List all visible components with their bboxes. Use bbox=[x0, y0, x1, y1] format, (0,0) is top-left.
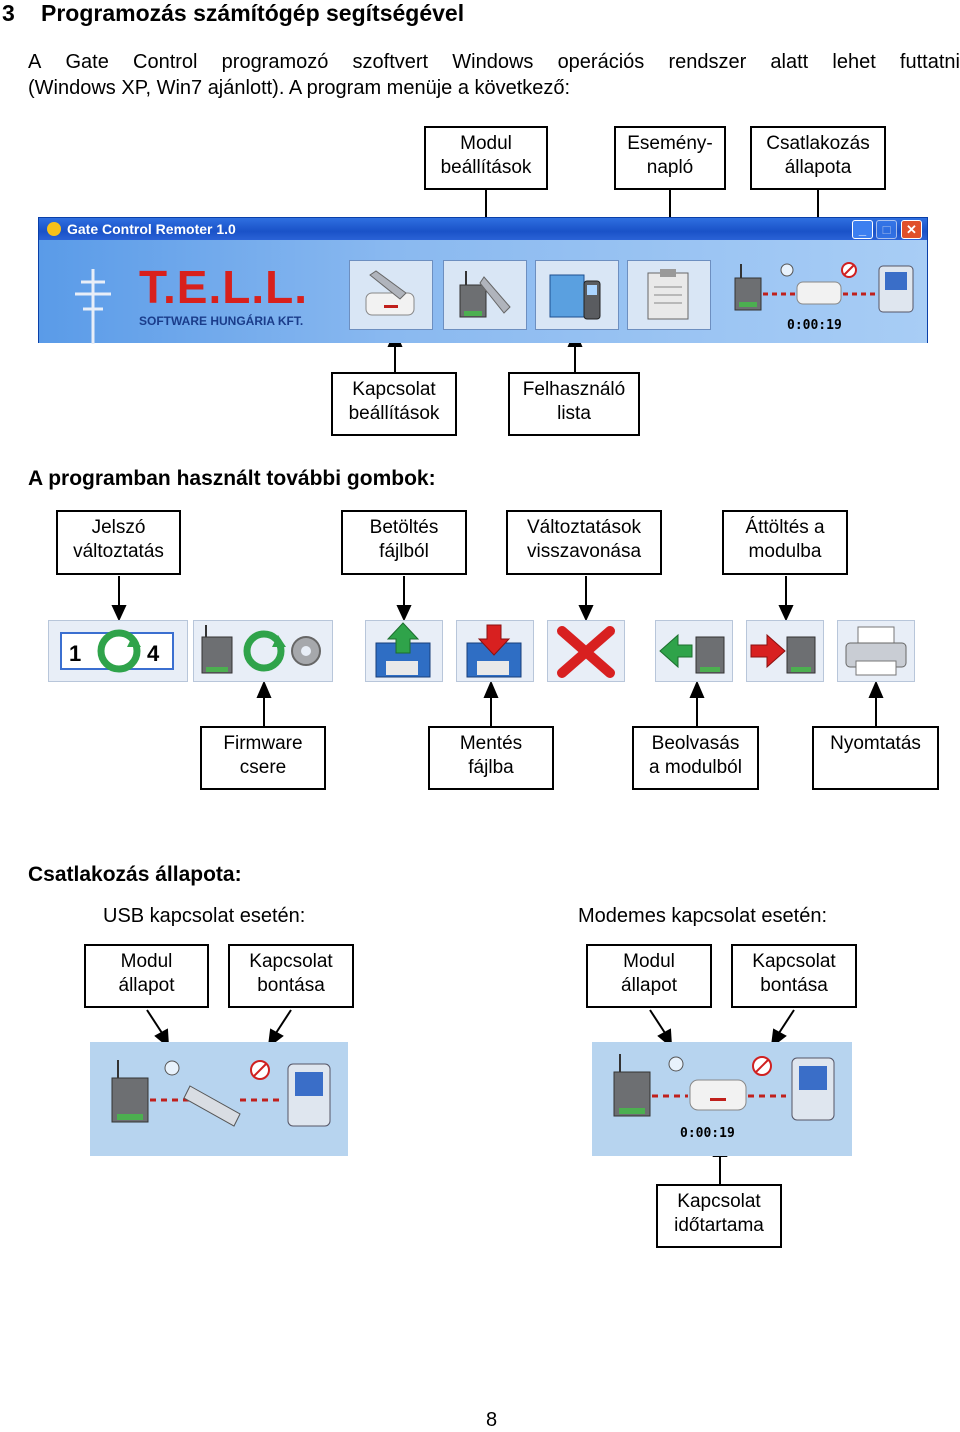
module-refresh-gear-icon bbox=[201, 625, 321, 674]
module-settings-button[interactable] bbox=[349, 260, 433, 330]
callout-load-from-file: Betöltés fájlból bbox=[341, 510, 467, 575]
clipboard-icon bbox=[647, 269, 689, 320]
window-title: Gate Control Remoter 1.0 bbox=[67, 221, 236, 237]
close-button[interactable]: ✕ bbox=[901, 220, 922, 239]
floppy-save-icon bbox=[466, 624, 522, 678]
usb-stick-icon bbox=[183, 1085, 241, 1127]
modem-icon bbox=[689, 1079, 747, 1111]
page-number: 8 bbox=[486, 1409, 498, 1431]
callout-user-list: Felhasználó lista bbox=[508, 372, 640, 436]
app-icon bbox=[47, 222, 61, 236]
user-list-button[interactable] bbox=[627, 260, 711, 330]
more-buttons-heading: A programban használt további gombok: bbox=[28, 467, 436, 490]
antenna-tower-icon bbox=[75, 269, 111, 344]
undo-changes-button[interactable] bbox=[547, 620, 625, 682]
connection-status-heading: Csatlakozás állapota: bbox=[28, 863, 242, 886]
callout-undo-changes: Változtatások visszavonása bbox=[506, 510, 662, 575]
callout-connection-duration: Kapcsolat időtartama bbox=[656, 1184, 782, 1248]
load-from-file-button[interactable] bbox=[365, 620, 443, 682]
intro-line-2: (Windows XP, Win7 ajánlott). A program m… bbox=[28, 77, 571, 99]
red-x-icon bbox=[557, 626, 615, 678]
usb-connection-label: USB kapcsolat esetén: bbox=[103, 905, 306, 927]
firmware-update-button[interactable] bbox=[193, 620, 333, 682]
svg-text:4: 4 bbox=[147, 641, 160, 666]
password-change-button[interactable]: 1 4 bbox=[48, 620, 188, 682]
usb-status-panel bbox=[90, 1042, 348, 1156]
svg-text:1: 1 bbox=[69, 641, 81, 666]
magnifier-icon bbox=[780, 263, 794, 277]
modem-connection-timer: 0:00:19 bbox=[680, 1126, 735, 1141]
minimize-button[interactable]: _ bbox=[852, 220, 873, 239]
callout-connection-settings: Kapcsolat beállítások bbox=[331, 372, 457, 436]
event-log-button[interactable] bbox=[535, 260, 619, 330]
floppy-load-icon bbox=[375, 622, 431, 678]
notebook-phone-icon bbox=[549, 274, 601, 320]
callout-read-from-module: Beolvasás a modulból bbox=[632, 726, 759, 790]
callout-firmware-update: Firmware csere bbox=[200, 726, 326, 790]
modem-status-panel: 0:00:19 bbox=[592, 1042, 852, 1156]
callout-save-to-file: Mentés fájlba bbox=[428, 726, 554, 790]
read-from-module-button[interactable] bbox=[655, 620, 733, 682]
gsm-module-wrench-icon bbox=[459, 271, 511, 318]
connection-settings-button[interactable] bbox=[443, 260, 527, 330]
save-to-file-button[interactable] bbox=[456, 620, 534, 682]
maximize-button[interactable]: □ bbox=[876, 220, 897, 239]
callout-usb-disconnect: Kapcsolat bontása bbox=[228, 944, 354, 1008]
callout-usb-module-status: Modul állapot bbox=[84, 944, 209, 1008]
callout-modem-module-status: Modul állapot bbox=[586, 944, 712, 1008]
modem-status-icons bbox=[613, 1054, 835, 1121]
password-digits-icon: 1 4 bbox=[60, 629, 174, 673]
module-red-arrow-icon bbox=[750, 633, 816, 674]
callout-modem-disconnect: Kapcsolat bontása bbox=[731, 944, 857, 1008]
tell-logo: T.E.L.L. bbox=[139, 261, 308, 313]
section-number: 3 bbox=[2, 0, 15, 26]
modem-connection-label: Modemes kapcsolat esetén: bbox=[578, 905, 828, 927]
callout-password-change: Jelszó változtatás bbox=[56, 510, 181, 575]
connection-timer: 0:00:19 bbox=[787, 318, 842, 333]
magnifier-icon bbox=[668, 1056, 684, 1072]
connection-status-icons bbox=[734, 262, 914, 313]
print-button[interactable] bbox=[837, 620, 915, 682]
app-window: Gate Control Remoter 1.0 _ □ ✕ T.E.L.L. … bbox=[38, 217, 928, 344]
window-titlebar: Gate Control Remoter 1.0 _ □ ✕ bbox=[39, 218, 927, 240]
section-title: Programozás számítógép segítségével bbox=[41, 0, 465, 26]
module-green-arrow-icon bbox=[659, 633, 725, 674]
callout-connection-status: Csatlakozás állapota bbox=[750, 126, 886, 190]
magnifier-icon bbox=[164, 1060, 180, 1076]
callout-module-settings: Modul beállítások bbox=[424, 126, 548, 190]
callout-event-log: Esemény- napló bbox=[614, 126, 726, 190]
module-wrench-icon bbox=[365, 270, 415, 316]
printer-icon bbox=[845, 626, 907, 676]
usb-status-icons bbox=[111, 1060, 331, 1127]
upload-to-module-button[interactable] bbox=[746, 620, 824, 682]
intro-line-1: A Gate Control programozó szoftvert Wind… bbox=[28, 51, 960, 73]
callout-upload-to-module: Áttöltés a modulba bbox=[722, 510, 848, 575]
modem-icon bbox=[796, 281, 842, 305]
callout-print: Nyomtatás bbox=[812, 726, 939, 790]
tell-logo-subtitle: SOFTWARE HUNGÁRIA KFT. bbox=[139, 314, 304, 328]
